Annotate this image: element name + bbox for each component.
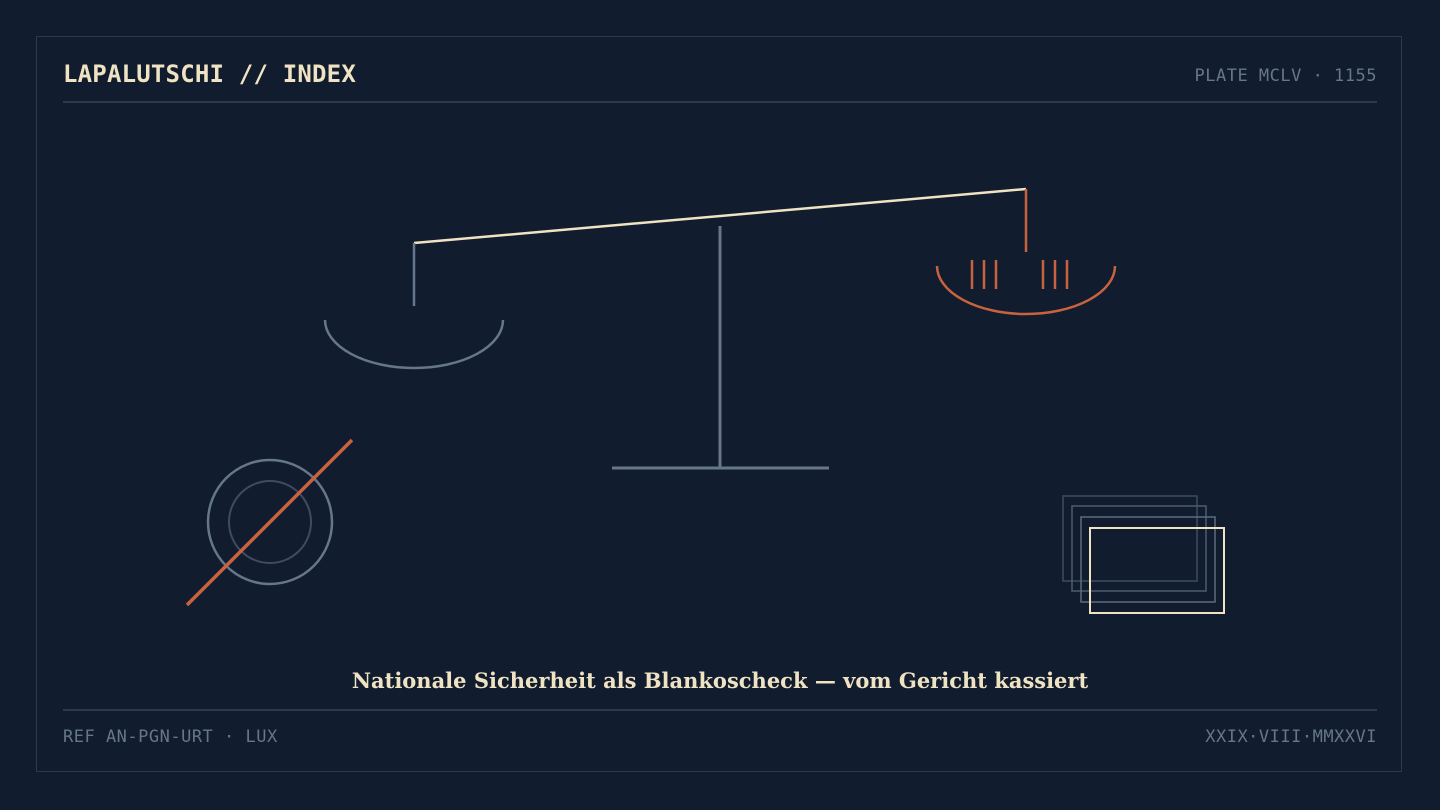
frame-back: [1062, 495, 1198, 582]
inner-ring: [228, 480, 312, 564]
reference-code: REF AN-PGN-URT · LUX: [63, 727, 278, 747]
scale-right-pan: [935, 265, 1117, 316]
stacked-frames-icon: [1062, 495, 1225, 614]
date-roman: XXIX·VIII·MMXXVI: [1205, 727, 1377, 747]
frame-mid-front: [1080, 516, 1216, 603]
scale-beam: [413, 187, 1027, 245]
header-divider: [63, 101, 1377, 103]
scale-left-pan: [323, 319, 505, 370]
strike-line: [185, 438, 354, 607]
scale-icon: [323, 187, 1117, 470]
plate-number: PLATE MCLV · 1155: [1194, 66, 1377, 86]
frame-mid-back: [1071, 505, 1207, 592]
frame-front: [1089, 527, 1225, 614]
footer-divider: [63, 709, 1377, 711]
outer-ring: [206, 458, 334, 586]
plate-frame: [36, 36, 1402, 772]
caption: Nationale Sicherheit als Blankoscheck — …: [351, 668, 1089, 693]
page-title: LAPALUTSCHI // INDEX: [63, 60, 356, 88]
tally-marks-icon: [970, 260, 1069, 289]
crossed-circle-icon: [185, 438, 354, 607]
